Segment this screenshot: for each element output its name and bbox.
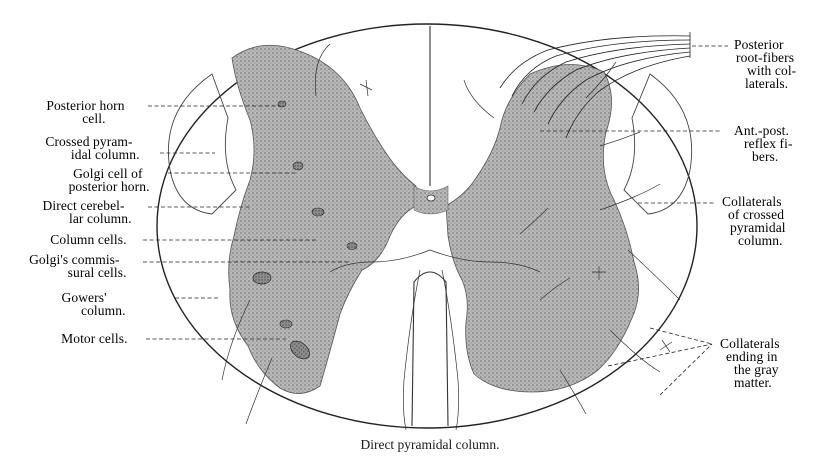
label-gowers-column: Gowers' column.: [62, 290, 137, 318]
golgi-cell: [293, 162, 303, 170]
motor-cell: [280, 320, 292, 328]
label-posterior-root-fibers: Posterior root-fibers with col- laterals…: [734, 37, 814, 91]
label-motor-cells: Motor cells.: [61, 331, 138, 346]
column-cell: [347, 243, 357, 250]
label-ant-post-reflex-fibers: Ant.-post. reflex fi- bers.: [734, 123, 810, 164]
label-crossed-pyramidal-column: Crossed pyram- idal column.: [45, 134, 150, 162]
column-cell: [312, 208, 324, 216]
label-golgis-commissural-cells: Golgi's commis- sural cells.: [29, 252, 137, 280]
label-column-cells: Column cells.: [50, 232, 137, 247]
figure-caption: Direct pyramidal column.: [360, 437, 499, 452]
label-collaterals-gray-matter: Collaterals ending in the gray matter.: [720, 336, 797, 390]
motor-cell: [253, 272, 271, 284]
label-posterior-horn-cell: Posterior horn cell.: [46, 98, 142, 126]
label-golgi-cell-posterior-horn: Golgi cell of posterior horn.: [69, 166, 160, 194]
central-canal: [427, 195, 435, 201]
label-direct-cerebellar-column: Direct cerebel- lar column.: [43, 198, 142, 226]
label-collaterals-crossed-pyramidal: Collaterals of crossed pyramidal column.: [722, 194, 803, 248]
